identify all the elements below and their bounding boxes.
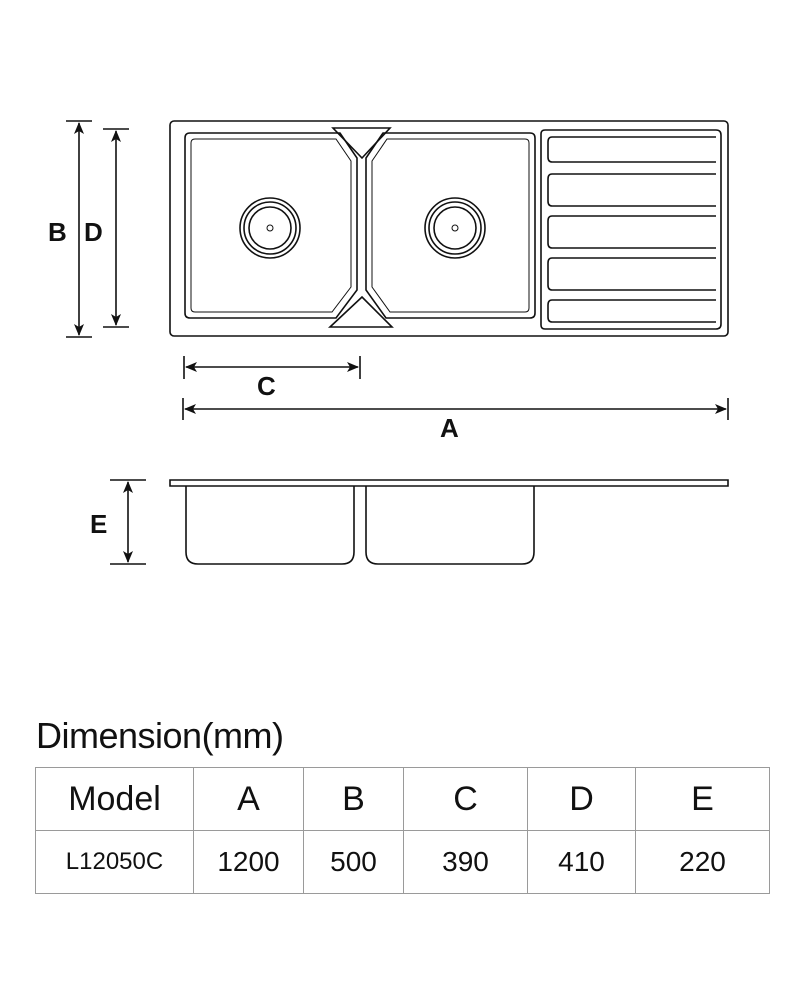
dimension-lines bbox=[66, 120, 729, 565]
dimension-table: Model A B C D E L12050C 1200 500 390 410… bbox=[35, 767, 770, 894]
drainboard-grooves bbox=[547, 136, 716, 323]
divider-bottom bbox=[327, 295, 394, 328]
cell-c: 390 bbox=[403, 830, 528, 894]
dimension-table-title: Dimension(mm) bbox=[36, 715, 284, 756]
dim-label-c: C bbox=[257, 371, 276, 401]
left-bowl-outline bbox=[184, 132, 358, 319]
cell-b: 500 bbox=[303, 830, 404, 894]
dim-label-a: A bbox=[440, 413, 459, 443]
left-drain bbox=[239, 197, 301, 259]
sink-side-view bbox=[169, 479, 729, 565]
table-header-row: Model A B C D E bbox=[35, 767, 770, 831]
side-right-bowl bbox=[365, 486, 535, 565]
sink-outer-rim bbox=[169, 120, 729, 337]
dim-label-e: E bbox=[90, 509, 107, 539]
header-d: D bbox=[527, 767, 636, 831]
right-bowl-outline bbox=[365, 132, 536, 319]
table-row: L12050C 1200 500 390 410 220 bbox=[35, 830, 770, 894]
sink-top-view bbox=[169, 120, 729, 337]
header-b: B bbox=[303, 767, 404, 831]
divider-top bbox=[331, 127, 392, 160]
cell-model: L12050C bbox=[35, 830, 194, 894]
cell-e: 220 bbox=[635, 830, 770, 894]
drainboard-outline bbox=[540, 129, 722, 330]
header-e: E bbox=[635, 767, 770, 831]
sink-technical-drawing: B D C A E bbox=[48, 120, 729, 565]
right-drain bbox=[424, 197, 486, 259]
header-model: Model bbox=[35, 767, 194, 831]
dim-label-b: B bbox=[48, 217, 67, 247]
cell-a: 1200 bbox=[193, 830, 304, 894]
header-a: A bbox=[193, 767, 304, 831]
right-bowl-inner bbox=[371, 138, 530, 313]
side-rim bbox=[169, 479, 729, 487]
dim-label-d: D bbox=[84, 217, 103, 247]
cell-d: 410 bbox=[527, 830, 636, 894]
header-c: C bbox=[403, 767, 528, 831]
side-left-bowl bbox=[185, 486, 355, 565]
left-bowl-inner bbox=[190, 138, 352, 313]
